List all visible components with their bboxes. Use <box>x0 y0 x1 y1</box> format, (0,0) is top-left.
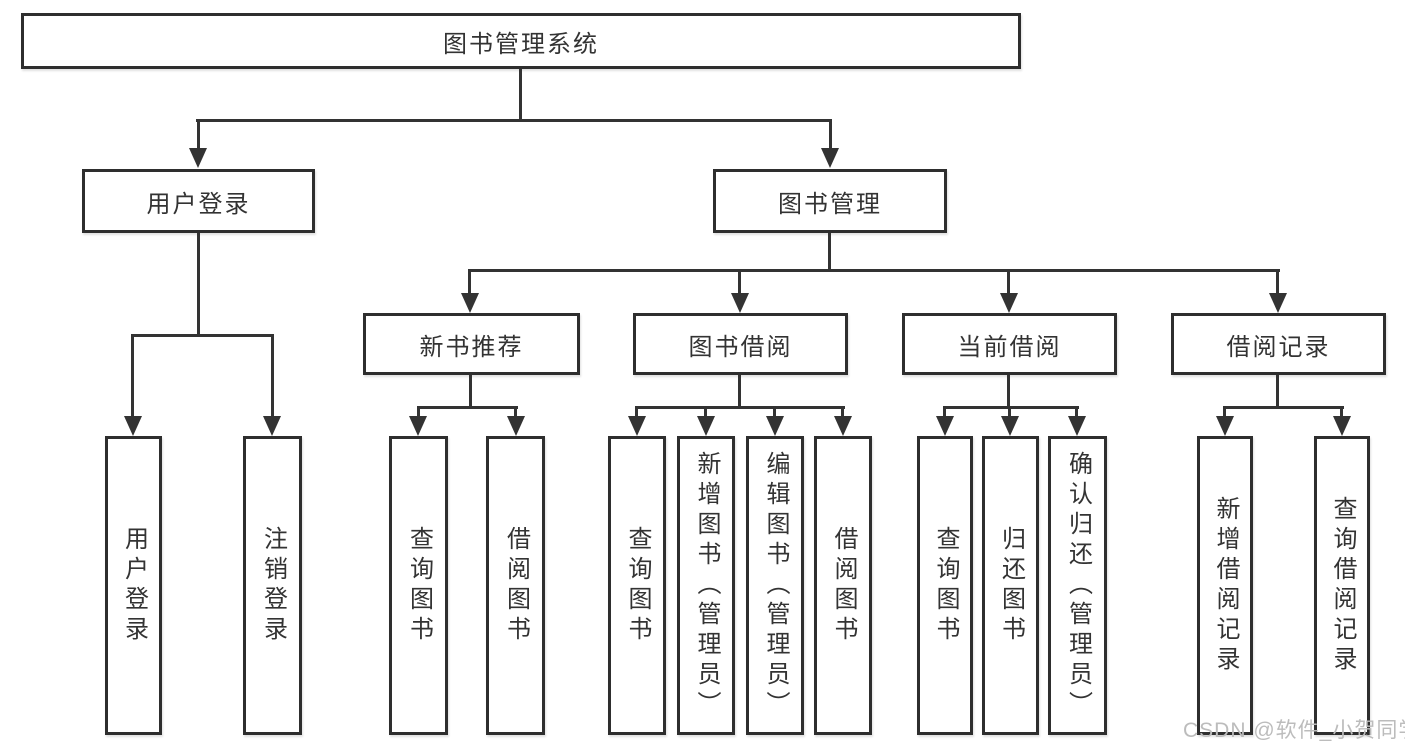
connector-line <box>1276 375 1279 408</box>
leaf-records-query-record-label: 查询借阅记录 <box>1329 495 1356 676</box>
connector-line <box>738 375 741 408</box>
connector-line <box>271 334 274 417</box>
leaf-recommend-borrow-books: 借阅图书 <box>486 436 545 735</box>
arrow-down <box>766 416 784 436</box>
leaf-borrow-add-books: 新增图书（管理员） <box>677 436 735 735</box>
arrow-down <box>821 148 839 168</box>
leaf-current-confirm-return: 确认归还（管理员） <box>1048 436 1107 735</box>
arrow-down <box>628 416 646 436</box>
connector-line <box>131 334 274 337</box>
arrow-down <box>1269 293 1287 313</box>
arrow-down <box>409 416 427 436</box>
leaf-current-return-books: 归还图书 <box>982 436 1039 735</box>
connector-line <box>1223 406 1344 409</box>
leaf-borrow-edit-books: 编辑图书（管理员） <box>746 436 804 735</box>
leaf-borrow-borrow-books: 借阅图书 <box>814 436 872 735</box>
node-new-book-recommend-label: 新书推荐 <box>419 333 524 361</box>
arrow-down <box>1216 416 1234 436</box>
leaf-borrow-edit-books-label: 编辑图书（管理员） <box>762 450 789 721</box>
leaf-current-query-books: 查询图书 <box>917 436 973 735</box>
connector-line <box>1340 406 1343 418</box>
arrow-down <box>461 293 479 313</box>
connector-line <box>943 406 946 418</box>
node-book-borrow: 图书借阅 <box>633 313 848 375</box>
connector-line <box>1007 269 1010 295</box>
connector-line <box>131 334 134 417</box>
node-root: 图书管理系统 <box>21 13 1021 69</box>
leaf-borrow-query-books-label: 查询图书 <box>624 525 651 646</box>
node-book-borrow-label: 图书借阅 <box>688 333 793 361</box>
csdn-watermark: CSDN @软件_小贺同学 <box>1183 719 1405 742</box>
connector-line <box>1075 406 1078 418</box>
arrow-down <box>1001 416 1019 436</box>
connector-line <box>635 406 638 418</box>
arrow-down <box>731 293 749 313</box>
arrow-down <box>834 416 852 436</box>
arrow-down <box>1000 293 1018 313</box>
arrow-down <box>936 416 954 436</box>
connector-line <box>514 406 517 418</box>
node-new-book-recommend: 新书推荐 <box>363 313 580 375</box>
connector-line <box>704 406 707 418</box>
leaf-user-login: 用户登录 <box>105 436 162 735</box>
connector-line <box>469 375 472 408</box>
leaf-current-query-books-label: 查询图书 <box>932 525 959 646</box>
leaf-recommend-query-books-label: 查询图书 <box>405 525 433 646</box>
connector-line <box>773 406 776 418</box>
arrow-down <box>507 416 525 436</box>
connector-line <box>468 269 471 295</box>
leaf-recommend-borrow-books-label: 借阅图书 <box>502 525 530 646</box>
leaf-borrow-add-books-label: 新增图书（管理员） <box>693 450 720 721</box>
leaf-logout: 注销登录 <box>243 436 302 735</box>
connector-line <box>635 406 845 409</box>
node-borrow-records: 借阅记录 <box>1171 313 1386 375</box>
leaf-logout-label: 注销登录 <box>259 525 287 646</box>
connector-line <box>1007 375 1010 408</box>
connector-line <box>197 233 200 337</box>
leaf-recommend-query-books: 查询图书 <box>389 436 448 735</box>
arrow-down <box>1333 416 1351 436</box>
arrow-down <box>1068 416 1086 436</box>
leaf-records-add-record-label: 新增借阅记录 <box>1212 495 1239 676</box>
node-root-label: 图书管理系统 <box>443 30 599 58</box>
connector-line <box>738 269 741 295</box>
node-user-login-label: 用户登录 <box>146 190 251 218</box>
arrow-down <box>263 416 281 436</box>
node-user-login: 用户登录 <box>82 169 315 233</box>
connector-line <box>828 233 831 272</box>
leaf-records-add-record: 新增借阅记录 <box>1197 436 1253 735</box>
connector-line <box>841 406 844 418</box>
node-current-borrow-label: 当前借阅 <box>957 333 1062 361</box>
leaf-borrow-query-books: 查询图书 <box>608 436 666 735</box>
arrow-down <box>124 416 142 436</box>
connector-line <box>519 69 522 122</box>
connector-line <box>1276 269 1279 295</box>
leaf-borrow-borrow-books-label: 借阅图书 <box>830 525 857 646</box>
connector-line <box>196 119 832 122</box>
node-borrow-records-label: 借阅记录 <box>1226 333 1331 361</box>
connector-line <box>468 269 1280 272</box>
connector-line <box>829 119 832 149</box>
arrow-down <box>189 148 207 168</box>
leaf-current-confirm-return-label: 确认归还（管理员） <box>1064 450 1092 721</box>
arrow-down <box>697 416 715 436</box>
connector-line <box>943 406 1079 409</box>
connector-line <box>1223 406 1226 418</box>
connector-line <box>417 406 518 409</box>
connector-line <box>197 119 200 149</box>
connector-line <box>417 406 420 418</box>
connector-line <box>1008 406 1011 418</box>
leaf-user-login-label: 用户登录 <box>120 525 148 646</box>
node-book-management: 图书管理 <box>713 169 947 233</box>
node-book-management-label: 图书管理 <box>778 190 882 218</box>
node-current-borrow: 当前借阅 <box>902 313 1117 375</box>
leaf-records-query-record: 查询借阅记录 <box>1314 436 1370 735</box>
leaf-current-return-books-label: 归还图书 <box>997 525 1025 646</box>
